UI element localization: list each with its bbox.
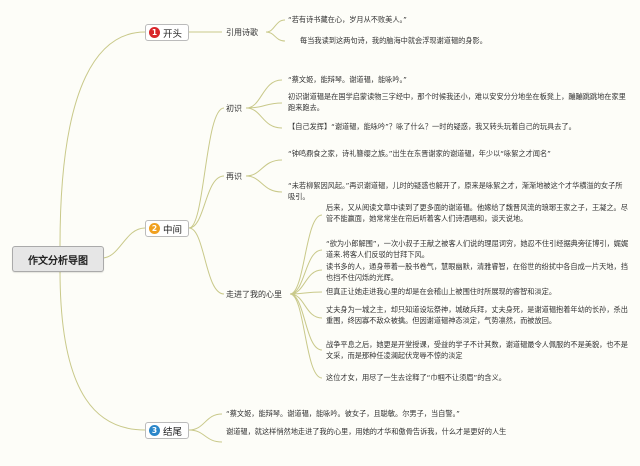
connector-sub-2-leaves <box>245 159 283 193</box>
sub-node-first-acquaintance[interactable]: 初识 <box>226 104 242 113</box>
branch-node-opening[interactable]: 1 开头 <box>145 24 189 41</box>
branch-label: 开头 <box>163 28 183 40</box>
leaf-node: “蔡文姬，能辩琴。谢道韫，能咏吟。彼女子，且聪敏。尔男子，当自警。” <box>226 409 460 418</box>
leaf-node: 战争平息之后，她更是开堂授课，受益的学子不计其数，谢道韫最令人佩服的不是美貌，也… <box>326 340 628 360</box>
sub-node-quote-poem[interactable]: 引用诗歌 <box>226 28 258 37</box>
connector-sub-1-leaves <box>245 79 283 129</box>
branch-node-middle[interactable]: 2 中间 <box>145 220 189 237</box>
branch-label: 结尾 <box>163 426 183 438</box>
sub-node-into-my-heart[interactable]: 走进了我的心里 <box>226 290 282 299</box>
leaf-node: 【自己发挥】“谢道韫，能咏吟”？咏了什么？一时的疑惑，我又转头玩着自己的玩具去了… <box>288 122 576 131</box>
branch-number-badge: 2 <box>149 223 160 234</box>
leaf-node: 丈夫身为一城之主，却只知道设坛祭神，城破兵拜，丈夫身死，是谢道韫抱着年幼的长孙，… <box>326 305 628 325</box>
branch-label: 中间 <box>163 224 183 236</box>
leaf-node: 读书多的人，通身带着一股书卷气，慧眼幽默，清雅睿智，在俗世的纷扰中各自成一片天地… <box>326 262 628 282</box>
connector-root-branch-1 <box>59 31 146 247</box>
connector-branch-3-leaves <box>188 413 223 443</box>
connector-sub-leaves-1 <box>265 19 286 42</box>
leaf-node: 初识谢道韫是在国学启蒙读物三字经中，那个时候我还小，难以安安分分地坐在板凳上，蹦… <box>288 92 626 112</box>
connector-branch-2-sub-1 <box>188 107 225 229</box>
root-node[interactable]: 作文分析导图 <box>12 246 104 272</box>
branch-node-ending[interactable]: 3 结尾 <box>145 422 189 439</box>
leaf-node: 但真正让她走进我心里的却是在会稽山上被围住时所展现的睿智和淡定。 <box>326 287 557 296</box>
leaf-node: 这位才女，用尽了一生去诠释了“巾帼不让须眉”的含义。 <box>326 373 506 382</box>
connector-branch-2-sub-3 <box>188 227 225 295</box>
leaf-node: 每当我读到这两句诗，我的脑海中就会浮现谢道韫的身影。 <box>300 36 487 45</box>
connector-root-branch-2 <box>101 227 146 259</box>
leaf-node: “欲为小郎解围”，一次小叔子王献之被客人们说的理屈词穷，她忍不住引经据典旁征博引… <box>326 239 629 259</box>
leaf-node: “蔡文姬，能辩琴。谢道韫，能咏吟。” <box>288 75 407 84</box>
leaf-node: “钟鸣鼎食之家，诗礼簪缨之族。”出生在东晋谢家的谢道韫，年少以“咏絮之才闻名” <box>288 149 551 158</box>
leaf-node: 谢道韫，就这样悄然地走进了我的心里，用她的才华和傲骨告诉我，什么才是更好的人生 <box>226 427 507 436</box>
branch-number-badge: 1 <box>149 27 160 38</box>
connector-branch-2-sub-2 <box>188 175 225 229</box>
connector-sub-3-leaves <box>289 214 323 379</box>
branch-number-badge: 3 <box>149 425 160 436</box>
leaf-node: “若有诗书藏在心，岁月从不败美人。” <box>288 15 407 24</box>
sub-node-second-acquaintance[interactable]: 再识 <box>226 172 242 181</box>
root-label: 作文分析导图 <box>28 255 88 267</box>
leaf-node: 后来，又从阅读文章中读到了更多面的谢道韫。他嫁给了魏晋风流的琅琊王家之子，王凝之… <box>326 203 628 223</box>
connector-root-branch-3 <box>59 269 146 431</box>
leaf-node: “未若柳絮因风起。”再识谢道韫，儿时的疑惑也解开了，原来是咏絮之才，渐渐地被这个… <box>288 181 623 201</box>
